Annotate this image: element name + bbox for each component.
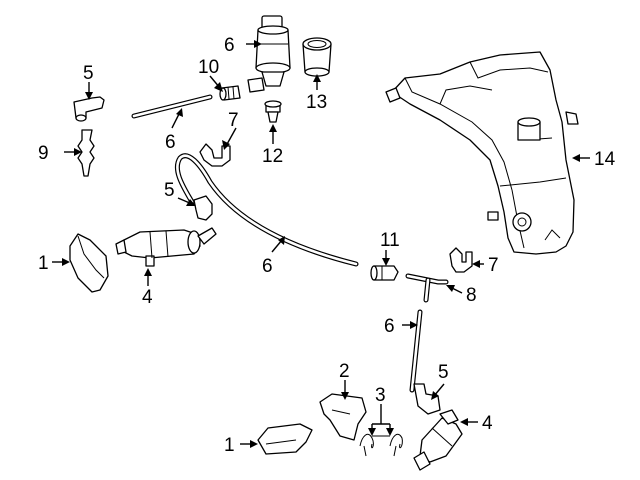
callout-5-upper: 5 (83, 63, 94, 84)
callout-3: 3 (375, 385, 386, 406)
headlamp-washer-jet-lower (413, 409, 463, 471)
callout-5-lower: 5 (438, 362, 449, 383)
hose-lower (409, 309, 423, 393)
callout-9-lower: 11 (380, 230, 400, 251)
callout-13: 13 (306, 92, 327, 113)
callout-7-right: 7 (488, 255, 499, 276)
tee-connector (405, 273, 449, 303)
headlamp-washer-jet-upper (115, 227, 217, 267)
nozzle-bracket (319, 393, 367, 441)
callout-1-upper: 1 (38, 253, 49, 274)
hose-long (174, 153, 359, 267)
pump-grommet (302, 37, 332, 77)
callout-2: 2 (339, 361, 350, 382)
callout-5-middle: 5 (164, 180, 175, 201)
elbow-connector-middle (193, 195, 213, 221)
callout-6-lower: 6 (384, 316, 395, 337)
check-valve-upper (219, 85, 241, 101)
hose-clip-right (449, 247, 473, 273)
callout-4-lower: 4 (482, 413, 493, 434)
callout-14: 14 (594, 149, 616, 170)
callout-6-upper: 6 (165, 132, 176, 153)
inline-connector (77, 129, 95, 177)
drain-plug (264, 100, 282, 123)
leader-lines (52, 40, 590, 448)
callout-labels: 6 10 13 12 5 6 7 9 5 1 4 6 11 7 8 14 6 5… (38, 35, 616, 456)
callout-7-upper: 7 (228, 110, 239, 131)
callout-4-upper: 4 (142, 287, 153, 308)
callout-10: 9 (38, 143, 49, 164)
washer-cover-upper (69, 233, 109, 293)
check-valve-lower (370, 265, 399, 281)
washer-cover-lower (257, 423, 313, 455)
washer-pump (247, 15, 291, 93)
callout-9-upper: 10 (198, 57, 219, 78)
callout-1-lower: 1 (224, 435, 235, 456)
callout-12: 12 (262, 146, 283, 167)
callout-6-middle: 6 (262, 256, 273, 277)
spring-clip (359, 433, 403, 457)
callout-11: 6 (224, 35, 235, 56)
elbow-connector-upper (73, 96, 105, 122)
callout-8: 8 (466, 285, 477, 306)
hose-upper (131, 94, 213, 119)
reservoir-tank (385, 51, 579, 255)
elbow-connector-lower (413, 383, 441, 415)
